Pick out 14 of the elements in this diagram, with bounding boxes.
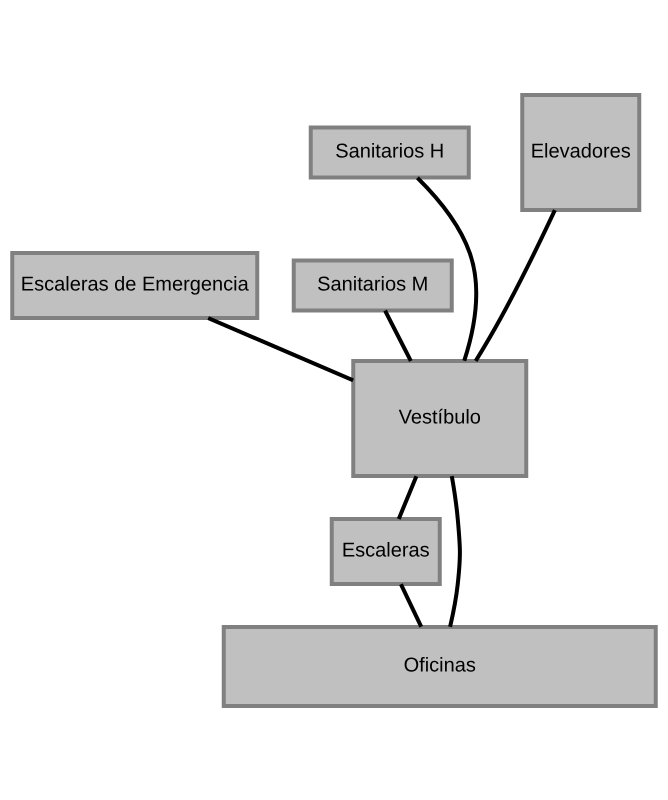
connector [416, 176, 478, 361]
connector [396, 474, 418, 520]
node-box: Sanitarios H [308, 125, 471, 179]
connector [207, 316, 354, 382]
connector [448, 475, 462, 627]
connector [474, 208, 557, 362]
node-box: Oficinas [222, 624, 658, 708]
node-box: Escaleras de Emergencia [10, 250, 260, 320]
node-box: Vestíbulo [351, 358, 528, 478]
connector [399, 582, 424, 628]
node-box: Elevadores [520, 92, 642, 212]
node-box: Escaleras [330, 516, 442, 586]
connector [383, 309, 413, 362]
node-box: Sanitarios M [292, 258, 454, 312]
